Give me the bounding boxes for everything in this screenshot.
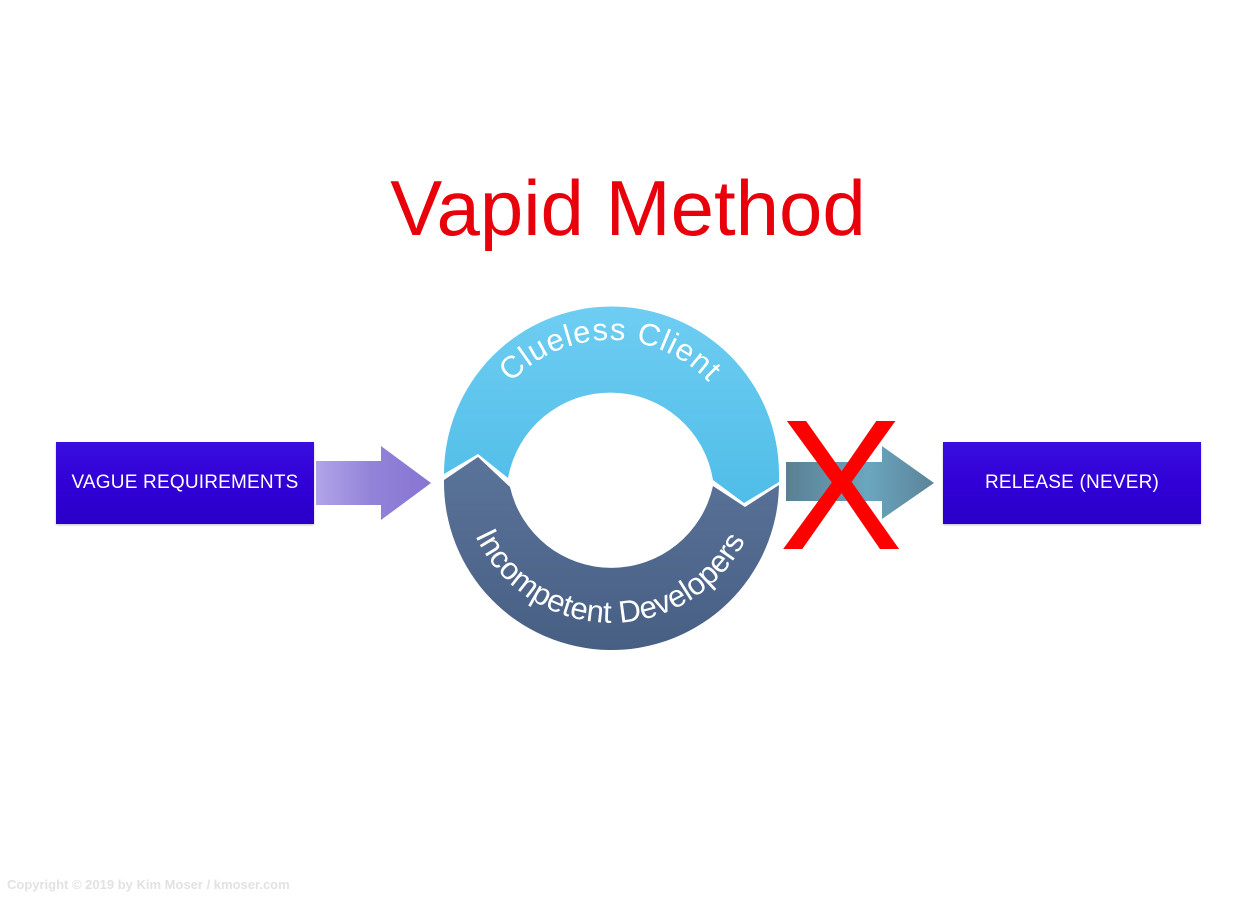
release-box: RELEASE (NEVER) bbox=[943, 442, 1201, 524]
vague-requirements-box: VAGUE REQUIREMENTS bbox=[56, 442, 314, 524]
release-label: RELEASE (NEVER) bbox=[984, 472, 1160, 493]
copyright-notice: Copyright © 2019 by Kim Moser / kmoser.c… bbox=[7, 877, 290, 892]
left-arrow bbox=[316, 446, 431, 520]
right-arrow bbox=[786, 446, 934, 519]
vague-requirements-label: VAGUE REQUIREMENTS bbox=[71, 472, 299, 493]
diagram-title: Vapid Method bbox=[390, 164, 866, 252]
bottom-arc bbox=[443, 457, 779, 651]
top-arc bbox=[444, 306, 779, 503]
cancel-mark: X bbox=[779, 382, 903, 589]
